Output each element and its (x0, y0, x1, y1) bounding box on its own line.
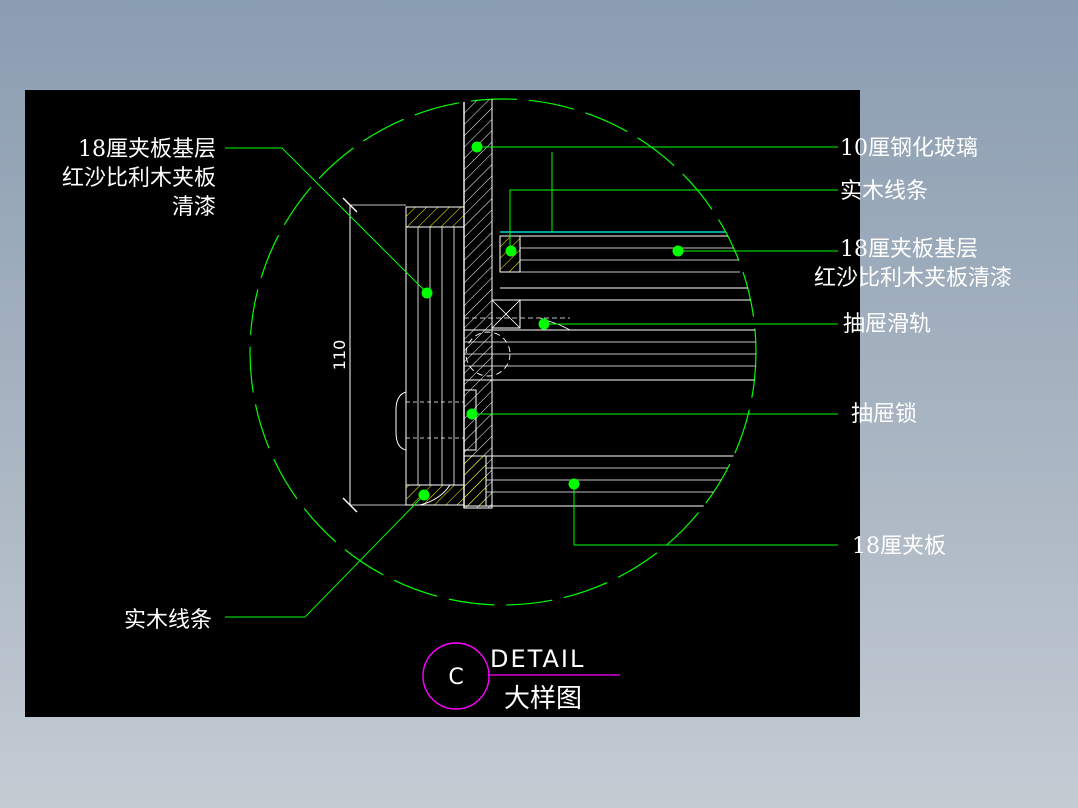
leader-dots (418, 141, 684, 501)
dimension-value: 110 (330, 340, 349, 371)
label-plywood-18: 18厘夹板 (852, 534, 946, 559)
detail-circle (249, 98, 757, 606)
label-solid-wood-strip-right: 实木线条 (840, 179, 928, 204)
label-plywood-base-right-2: 红沙比利木夹板清漆 (814, 266, 1012, 291)
upper-shelf (463, 231, 756, 451)
label-drawer-slide: 抽屉滑轨 (843, 312, 931, 337)
detail-title-cn: 大样图 (504, 684, 582, 714)
detail-tag-letter: C (448, 665, 463, 690)
dimension-110: 110 (330, 197, 406, 513)
label-solid-wood-strip-left: 实木线条 (124, 608, 212, 633)
label-plywood-base-left-1: 18厘夹板基层 (78, 137, 216, 162)
label-plywood-base-left-3: 清漆 (172, 195, 216, 220)
leader-lines (225, 146, 838, 618)
lower-shelf (463, 455, 740, 507)
label-drawer-lock: 抽屉锁 (851, 402, 917, 427)
label-tempered-glass: 10厘钢化玻璃 (840, 136, 978, 161)
drawer-front (395, 206, 465, 506)
drawing-canvas (25, 90, 860, 717)
detail-tag-circle (422, 642, 490, 710)
title-block: C DETAIL 大样图 (422, 642, 620, 714)
label-plywood-base-left-2: 红沙比利木夹板 (62, 166, 216, 191)
vertical-panel (463, 99, 493, 509)
detail-title-en: DETAIL (490, 645, 585, 673)
label-plywood-base-right-1: 18厘夹板基层 (840, 237, 978, 262)
